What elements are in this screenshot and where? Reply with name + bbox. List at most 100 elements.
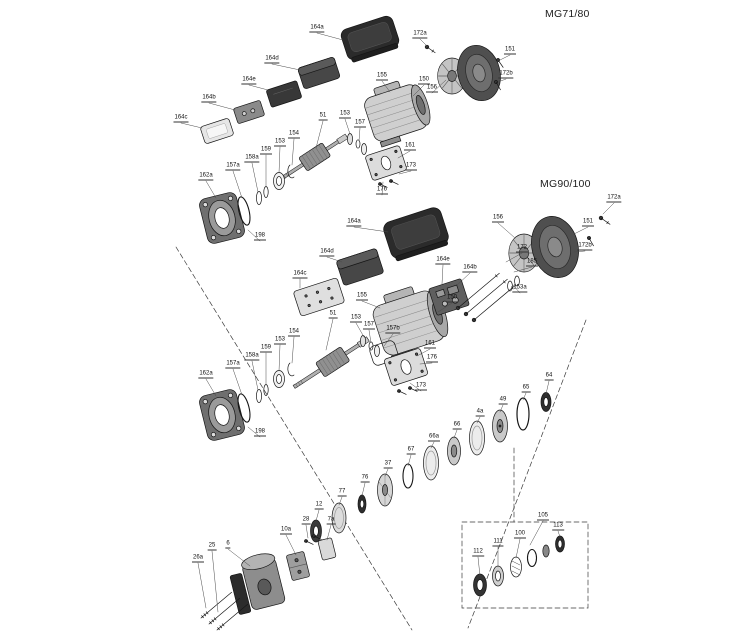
leader-line [497,222,516,239]
ball-bearing [273,370,285,388]
screw [389,179,399,185]
coupling-half [286,551,310,581]
o-ring [237,393,251,423]
bearing-ring [540,392,552,412]
leader-line [251,162,259,193]
leader-line [211,550,219,613]
leader-line [205,378,217,397]
terminal-box-mid [297,57,341,89]
leader-line [441,264,444,285]
variant-title-mg71-80: MG71/80 [545,8,590,20]
washer [507,280,513,292]
screw [494,80,501,91]
bearing-ring [357,494,367,514]
bearing-plate [365,145,407,181]
screw [378,182,388,188]
screw [598,215,611,225]
seal-collar [542,544,550,558]
terminal-gasket-plate [293,277,345,317]
leader-line [476,416,481,424]
leader-line [271,63,301,71]
terminal-board [233,100,265,124]
leader-line [251,360,259,391]
terminal-board [428,278,470,316]
leader-line [407,454,412,467]
screw [424,44,436,54]
terminal-box-insert [266,80,302,108]
leader-line [316,32,344,41]
screw [408,386,418,392]
leader-line [232,368,243,396]
mg71-assembly [199,15,504,244]
leader-line [326,256,343,263]
leader-line [545,380,550,395]
leader-line [291,138,295,166]
leader-line [227,548,251,567]
leader-line [515,538,521,559]
motor-flange [199,389,245,441]
washer [263,186,269,198]
leader-line [602,202,615,215]
leader-line [338,496,343,506]
leader-line [344,118,351,135]
chamber-disc [331,502,347,534]
variant-title-mg90-100: MG90/100 [540,178,591,190]
leader-line [499,404,504,413]
pump-chain [310,392,552,543]
leader-line [232,170,243,199]
circlip [287,164,295,179]
seal-detail [461,521,589,609]
washer [361,143,367,155]
through-bolts [455,272,516,323]
terminal-box-cover [383,207,449,262]
leader-line [197,562,207,609]
seal-retainer [555,535,565,553]
fan-cover [457,45,501,101]
spoked-disc [377,473,393,507]
circlip [287,362,295,377]
leader-line [205,180,217,199]
leader-line [477,556,481,577]
leader-line [305,524,309,539]
leader-line [247,426,261,438]
coupling-guard [317,537,337,561]
leader-line [247,229,261,242]
leader-line [381,80,391,93]
leader-line [248,84,269,91]
impeller [447,436,461,466]
leader-line [180,122,203,129]
leader-line [208,102,236,111]
washer [263,384,269,396]
motor-flange [199,192,245,244]
screw [397,389,407,395]
leader-line [522,392,527,401]
leader-line [285,534,297,556]
impeller [492,409,508,443]
screw [587,236,594,247]
leader-line [398,170,412,175]
bearing-plate [384,348,428,386]
terminal-gasket-plate [200,118,234,144]
leader-line [455,272,471,287]
leader-line [361,300,381,309]
o-ring [237,196,251,226]
leader-line [453,429,458,439]
leader-line [397,150,411,159]
screw [312,534,322,540]
leader-line [412,84,425,97]
seal-spring [510,556,522,578]
leader-line [416,348,431,357]
leader-line [355,322,365,338]
seal-o-ring [526,548,538,568]
seal-detail-box [461,521,589,609]
leader-line [513,266,533,273]
leader-line [315,509,320,522]
leader-line [419,38,428,47]
seal-ring [516,397,530,431]
flat-ring [402,463,414,489]
stator-housing [364,80,431,148]
washer [374,345,380,357]
leader-line [353,226,389,233]
leader-line [409,382,422,392]
